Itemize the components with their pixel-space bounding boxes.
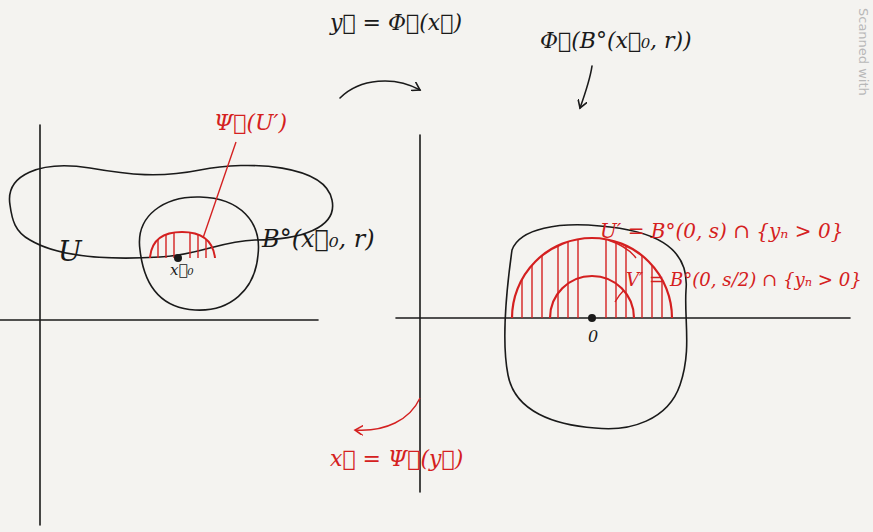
map-formula: y⃗ = Φ⃗(x⃗)	[330, 10, 462, 35]
ball-name: B°(x⃗₀, r)	[262, 226, 375, 254]
region-name: Ψ⃗(U′)	[214, 110, 287, 135]
point	[588, 314, 596, 322]
point	[174, 254, 182, 262]
region-definition: U′ = B°(0, s) ∩ {yₙ > 0}	[600, 220, 843, 243]
axis	[396, 317, 850, 319]
hatching	[158, 225, 206, 258]
map-arrow	[340, 81, 420, 98]
region-definition: V′ = B°(0, s/2) ∩ {yₙ > 0}	[626, 270, 862, 291]
axis	[0, 319, 318, 321]
ball-outline	[139, 197, 258, 310]
leader-line	[615, 290, 624, 302]
half-ball	[550, 276, 634, 318]
image-name: Φ⃗(B°(x⃗₀, r))	[540, 28, 692, 53]
watermark: Scanned with	[855, 8, 870, 96]
axis	[419, 135, 421, 492]
leader-line	[203, 142, 236, 238]
region-name: U	[58, 236, 82, 268]
inverse-arrow	[355, 398, 420, 430]
inverse-formula: x⃗ = Ψ⃗(y⃗)	[330, 446, 463, 471]
image-outline	[505, 225, 687, 429]
origin-label: 0	[588, 328, 598, 346]
axis	[39, 125, 41, 525]
image-region	[150, 232, 215, 258]
point-name: x⃗₀	[170, 262, 193, 279]
pointer-arrow	[580, 66, 592, 108]
